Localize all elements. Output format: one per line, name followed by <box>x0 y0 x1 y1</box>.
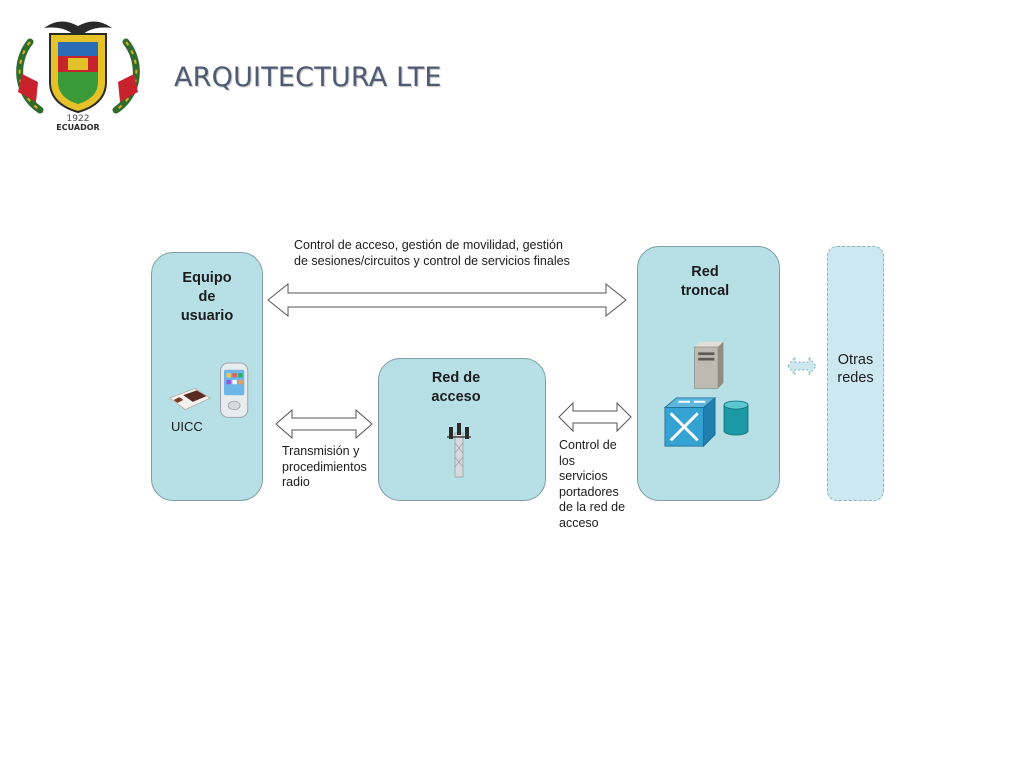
user-equipment-label: Equipo de usuario <box>180 270 234 324</box>
core-network-label: Red troncal <box>680 264 730 299</box>
logo-year-text: 1922 <box>67 114 90 124</box>
database-icon <box>723 400 749 436</box>
uicc-label: UICC <box>171 419 203 434</box>
edge-label-ue-core: Control de acceso, gestión de movilidad,… <box>294 238 570 268</box>
mobile-phone-icon <box>220 362 249 418</box>
arrow-core-other <box>787 355 817 377</box>
access-network-label: Red de acceso <box>431 370 481 405</box>
slide-title: ARQUITECTURA LTE <box>174 62 442 93</box>
node-other-networks <box>827 246 884 501</box>
other-networks-label: Otras redes <box>837 352 874 386</box>
antenna-tower-icon <box>447 423 471 478</box>
uicc-card-icon <box>169 388 211 411</box>
logo-country-text: ECUADOR <box>56 123 99 132</box>
arrow-ue-core <box>267 282 627 318</box>
server-icon <box>694 341 724 389</box>
arrow-access-core <box>558 401 632 433</box>
edge-label-ue-access: Transmisión y procedimientos radio <box>282 444 367 489</box>
edge-label-access-core: Control de los servicios portadores de l… <box>559 438 626 530</box>
switch-icon <box>663 397 717 448</box>
arrow-ue-access <box>275 408 373 440</box>
university-crest-logo: 1922 ECUADOR <box>16 21 140 132</box>
